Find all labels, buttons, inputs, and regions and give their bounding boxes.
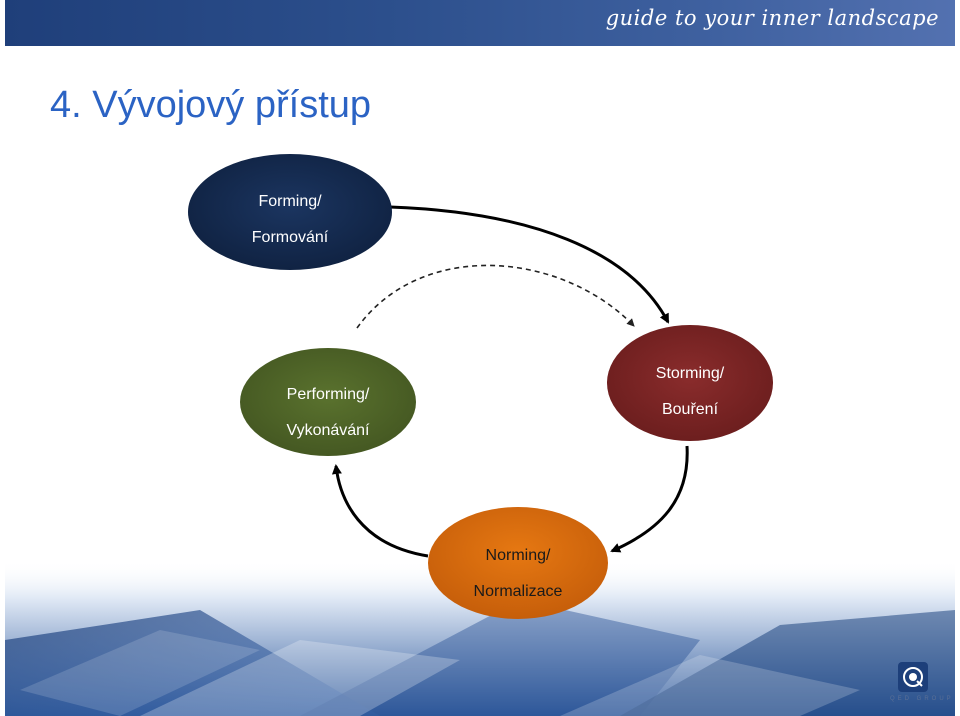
- node-storming-line2: Bouření: [662, 401, 719, 418]
- arrow-storming-to-norming: [612, 446, 687, 551]
- node-forming: Forming/ Formování: [188, 154, 392, 270]
- arrow-dashed-performing-to-storming: [357, 265, 634, 328]
- node-norming-line2: Normalizace: [474, 583, 563, 600]
- node-forming-line2: Formování: [252, 229, 329, 246]
- node-forming-line1: Forming/: [258, 193, 322, 210]
- node-storming: Storming/ Bouření: [607, 325, 773, 441]
- node-performing-line1: Performing/: [287, 386, 370, 403]
- node-norming: Norming/ Normalizace: [428, 507, 608, 619]
- arrow-norming-to-performing: [336, 466, 428, 556]
- node-performing: Performing/ Vykonávání: [240, 348, 416, 456]
- node-performing-line2: Vykonávání: [286, 422, 370, 439]
- arrow-forming-to-storming: [390, 207, 668, 322]
- qed-logo-icon: [898, 662, 928, 692]
- logo-text: QED GROUP: [890, 696, 954, 702]
- node-norming-line1: Norming/: [486, 547, 551, 564]
- node-storming-line1: Storming/: [656, 365, 725, 382]
